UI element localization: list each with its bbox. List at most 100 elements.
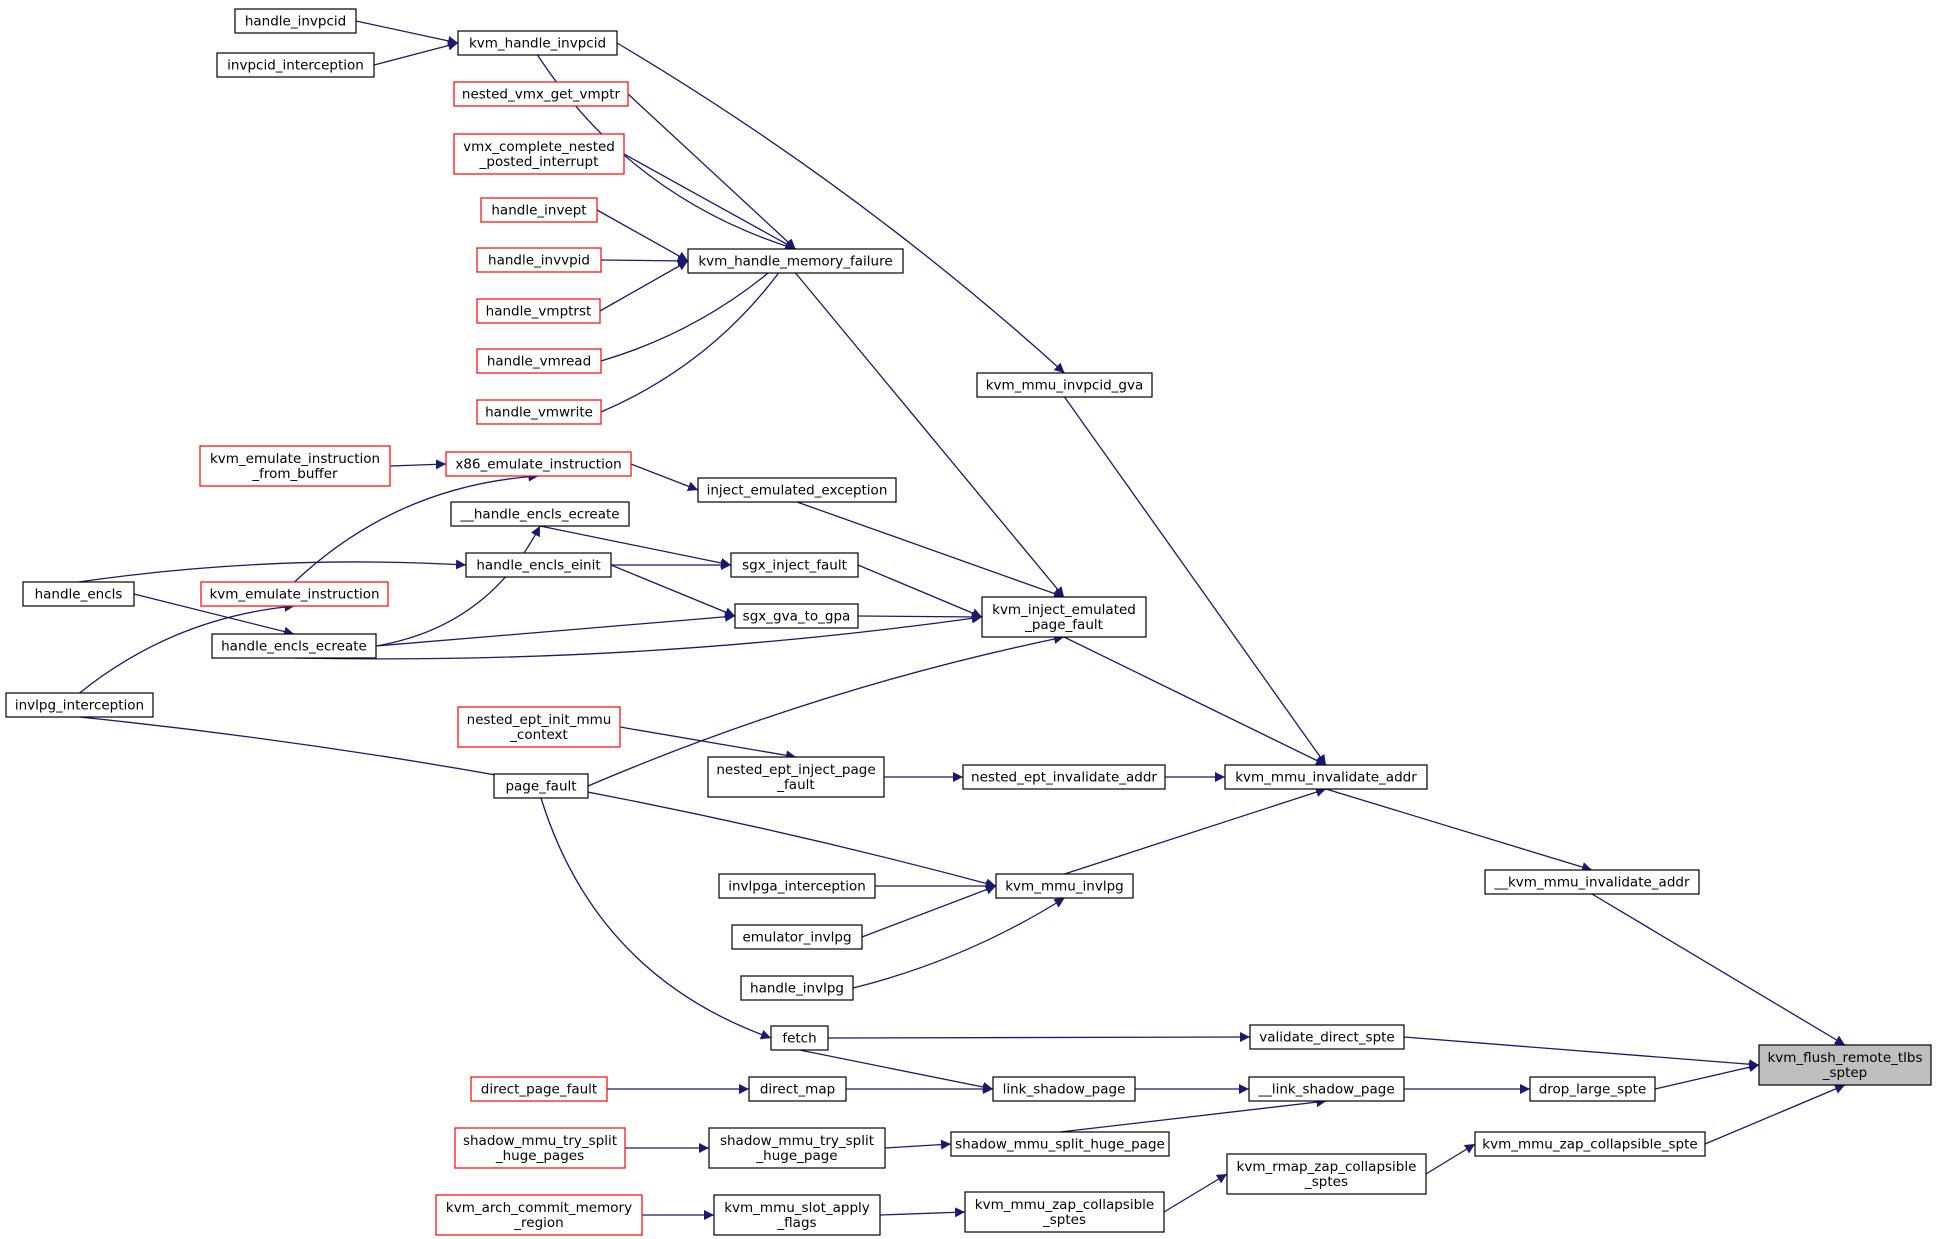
node-handle-invept[interactable]: handle_invept bbox=[480, 197, 598, 223]
node-kvm-handle-invpcid[interactable]: kvm_handle_invpcid bbox=[457, 30, 618, 56]
node-invlpga-interception[interactable]: invlpga_interception bbox=[718, 873, 876, 899]
edge-__handle_encls_ecreate-to-sgx_inject_fault bbox=[539, 525, 732, 568]
node-kvm-mmu-invalidate-addr[interactable]: kvm_mmu_invalidate_addr bbox=[1224, 764, 1428, 790]
node-label: _sptep bbox=[1822, 1065, 1868, 1081]
node-kvm-inject-emulated-page-fault[interactable]: kvm_inject_emulated_page_fault bbox=[981, 596, 1147, 638]
node---handle-encls-ecreate[interactable]: __handle_encls_ecreate bbox=[450, 501, 630, 527]
node-kvm-rmap-zap-collapsible-sptes[interactable]: kvm_rmap_zap_collapsible_sptes bbox=[1226, 1153, 1427, 1195]
node-nested-ept-init-mmu-context[interactable]: nested_ept_init_mmu_context bbox=[457, 706, 621, 748]
node-validate-direct-spte[interactable]: validate_direct_spte bbox=[1249, 1024, 1405, 1050]
node-box bbox=[211, 633, 377, 659]
node-label: handle_encls_ecreate bbox=[221, 639, 367, 655]
node-nested-vmx-get-vmptr[interactable]: nested_vmx_get_vmptr bbox=[453, 81, 629, 107]
node-shadow-mmu-try-split-huge-pages[interactable]: shadow_mmu_try_split_huge_pages bbox=[454, 1127, 626, 1169]
edge-kvm_mmu_zap_collapsible_spte-to-kvm_flush_remote_tlbs_sptep bbox=[1704, 1084, 1846, 1145]
edge-sgx_gva_to_gpa-to-kvm_inject_emulated_page_fault bbox=[857, 611, 983, 622]
node-label: _from_buffer bbox=[251, 466, 338, 482]
node-label: shadow_mmu_try_split bbox=[463, 1133, 617, 1149]
node-kvm-arch-commit-memory-region[interactable]: kvm_arch_commit_memory_region bbox=[435, 1194, 643, 1236]
node-kvm-handle-memory-failure[interactable]: kvm_handle_memory_failure bbox=[687, 248, 904, 274]
node-handle-encls[interactable]: handle_encls bbox=[22, 581, 135, 607]
node-handle-encls-ecreate[interactable]: handle_encls_ecreate bbox=[211, 633, 377, 659]
node-invlpg-interception[interactable]: invlpg_interception bbox=[5, 692, 154, 718]
node-label: page_fault bbox=[505, 779, 576, 795]
node-box bbox=[445, 451, 632, 477]
node-handle-invlpg[interactable]: handle_invlpg bbox=[740, 975, 854, 1001]
edge-handle_vmwrite-to-kvm_handle_memory_failure bbox=[600, 248, 797, 413]
node-direct-page-fault[interactable]: direct_page_fault bbox=[470, 1076, 608, 1102]
edge-handle_encls_ecreate-to-__handle_encls_ecreate bbox=[375, 525, 541, 647]
node-box bbox=[493, 773, 589, 799]
node-label: nested_ept_init_mmu bbox=[467, 712, 612, 728]
edge-handle_invept-to-kvm_handle_memory_failure bbox=[596, 209, 689, 262]
node-label: _region bbox=[513, 1215, 563, 1231]
edge-kvm_emulate_instruction-to-x86_emulate_instruction bbox=[294, 471, 539, 583]
node-shadow-mmu-try-split-huge-page[interactable]: shadow_mmu_try_split_huge_page bbox=[708, 1127, 886, 1169]
node-shadow-mmu-split-huge-page[interactable]: shadow_mmu_split_huge_page bbox=[950, 1131, 1170, 1157]
node-direct-map[interactable]: direct_map bbox=[748, 1076, 847, 1102]
node-kvm-mmu-zap-collapsible-sptes[interactable]: kvm_mmu_zap_collapsible_sptes bbox=[964, 1191, 1165, 1233]
node-box bbox=[734, 603, 859, 629]
node-box bbox=[476, 399, 602, 425]
node-fetch[interactable]: fetch bbox=[770, 1025, 829, 1051]
node-label: inject_emulated_exception bbox=[707, 483, 888, 499]
node-label: kvm_flush_remote_tlbs bbox=[1767, 1050, 1922, 1066]
node-box bbox=[950, 1131, 1170, 1157]
edge-sgx_inject_fault-to-kvm_inject_emulated_page_fault bbox=[857, 564, 983, 618]
node-kvm-mmu-invlpg[interactable]: kvm_mmu_invlpg bbox=[995, 873, 1134, 899]
node---kvm-mmu-invalidate-addr[interactable]: __kvm_mmu_invalidate_addr bbox=[1484, 869, 1700, 895]
node-handle-invpcid[interactable]: handle_invpcid bbox=[234, 8, 357, 34]
node-box bbox=[476, 348, 602, 374]
node-kvm-emulate-instruction-from-buffer[interactable]: kvm_emulate_instruction_from_buffer bbox=[199, 445, 391, 487]
node-handle-encls-einit[interactable]: handle_encls_einit bbox=[465, 552, 612, 578]
node-label: kvm_mmu_zap_collapsible_spte bbox=[1482, 1137, 1697, 1153]
node-box bbox=[1224, 764, 1428, 790]
node-vmx-complete-nested-posted-interrupt[interactable]: vmx_complete_nested_posted_interrupt bbox=[453, 133, 625, 175]
node-label: nested_ept_inject_page bbox=[716, 762, 875, 778]
node-handle-invvpid[interactable]: handle_invvpid bbox=[476, 247, 602, 273]
node-box bbox=[470, 1076, 608, 1102]
edge-kvm_emulate_instruction_from_buffer-to-x86_emulate_instruction bbox=[389, 459, 447, 470]
node-invpcid-interception[interactable]: invpcid_interception bbox=[216, 52, 375, 78]
node-inject-emulated-exception[interactable]: inject_emulated_exception bbox=[697, 477, 897, 503]
node-label: kvm_mmu_invpcid_gva bbox=[986, 378, 1144, 394]
node-label: drop_large_spte bbox=[1539, 1082, 1647, 1098]
node-nested-ept-invalidate-addr[interactable]: nested_ept_invalidate_addr bbox=[962, 764, 1166, 790]
edge-handle_encls_einit-to-sgx_gva_to_gpa bbox=[610, 564, 736, 617]
node-page-fault[interactable]: page_fault bbox=[493, 773, 589, 799]
node-sgx-inject-fault[interactable]: sgx_inject_fault bbox=[730, 552, 859, 578]
node-label: handle_vmwrite bbox=[485, 405, 593, 421]
node-label: _sptes bbox=[1042, 1212, 1086, 1228]
node-emulator-invlpg[interactable]: emulator_invlpg bbox=[731, 924, 863, 950]
node-kvm-flush-remote-tlbs-sptep[interactable]: kvm_flush_remote_tlbs_sptep bbox=[1758, 1044, 1932, 1086]
node-label: emulator_invlpg bbox=[742, 930, 851, 946]
node---link-shadow-page[interactable]: __link_shadow_page bbox=[1248, 1076, 1405, 1102]
node-handle-vmptrst[interactable]: handle_vmptrst bbox=[476, 298, 601, 324]
node-handle-vmwrite[interactable]: handle_vmwrite bbox=[476, 399, 602, 425]
node-drop-large-spte[interactable]: drop_large_spte bbox=[1529, 1076, 1656, 1102]
node-label: handle_invept bbox=[491, 203, 586, 219]
node-link-shadow-page[interactable]: link_shadow_page bbox=[992, 1076, 1136, 1102]
node-handle-vmread[interactable]: handle_vmread bbox=[476, 348, 602, 374]
node-box bbox=[457, 706, 621, 748]
node-box bbox=[5, 692, 154, 718]
node-nested-ept-inject-page-fault[interactable]: nested_ept_inject_page_fault bbox=[707, 756, 885, 798]
node-box bbox=[770, 1025, 829, 1051]
node-label: _flags bbox=[776, 1215, 816, 1231]
node-sgx-gva-to-gpa[interactable]: sgx_gva_to_gpa bbox=[734, 603, 859, 629]
node-box bbox=[748, 1076, 847, 1102]
node-x86-emulate-instruction[interactable]: x86_emulate_instruction bbox=[445, 451, 632, 477]
node-label: direct_map bbox=[760, 1082, 835, 1098]
node-kvm-mmu-slot-apply-flags[interactable]: kvm_mmu_slot_apply_flags bbox=[713, 1194, 881, 1236]
node-kvm-mmu-invpcid-gva[interactable]: kvm_mmu_invpcid_gva bbox=[976, 372, 1153, 398]
node-label: _huge_pages bbox=[495, 1148, 584, 1164]
node-kvm-emulate-instruction[interactable]: kvm_emulate_instruction bbox=[200, 581, 389, 607]
node-box bbox=[480, 197, 598, 223]
edge-x86_emulate_instruction-to-inject_emulated_exception bbox=[630, 463, 699, 492]
node-kvm-mmu-zap-collapsible-spte[interactable]: kvm_mmu_zap_collapsible_spte bbox=[1474, 1131, 1706, 1157]
node-label: vmx_complete_nested bbox=[463, 139, 615, 155]
node-box bbox=[1226, 1153, 1427, 1195]
edge-kvm_handle_invpcid-to-kvm_mmu_invpcid_gva bbox=[616, 42, 1065, 374]
node-label: x86_emulate_instruction bbox=[455, 457, 621, 473]
node-box bbox=[1758, 1044, 1932, 1086]
